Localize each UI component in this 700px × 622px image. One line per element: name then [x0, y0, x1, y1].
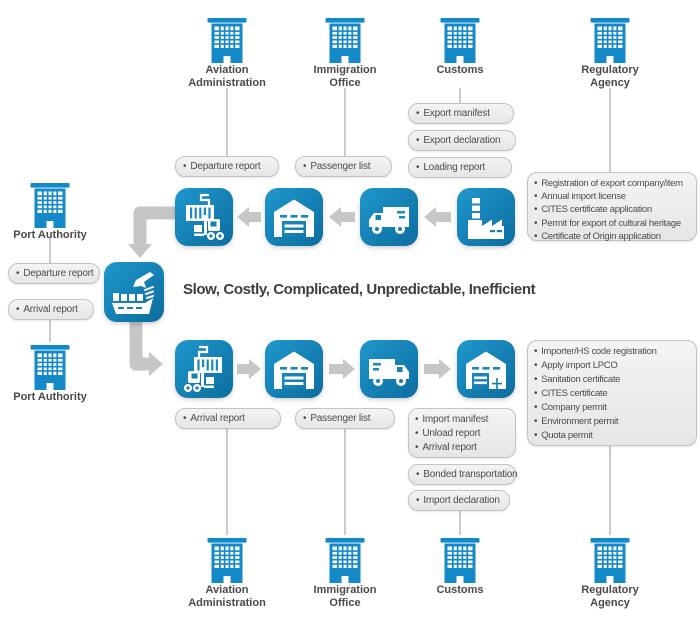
list-item: Annual import license — [534, 190, 691, 203]
office-building-icon — [325, 15, 365, 63]
office-building-icon — [590, 535, 630, 583]
arrow-down-icon — [128, 244, 152, 258]
list-item: Registration of export company/item — [534, 177, 691, 190]
arrow-left-icon — [424, 207, 451, 227]
connector-immigration-bottom — [344, 429, 346, 535]
forklift-container-icon — [175, 340, 233, 398]
warehouse-icon — [265, 340, 323, 398]
connector-port-top — [49, 238, 51, 263]
doc-box-import-customs-group: Import manifest Unload report Arrival re… — [408, 408, 516, 458]
connector-regulatory-bottom — [609, 446, 611, 535]
office-building-icon — [440, 535, 480, 583]
list-item: Environment permit — [534, 415, 691, 429]
doc-box-export-declaration: Export declaration — [408, 130, 516, 151]
arrow-right-icon — [424, 359, 451, 379]
office-building-icon — [30, 180, 70, 228]
connector-aviation-top — [226, 88, 228, 156]
office-building-icon — [440, 15, 480, 63]
connector-aviation-bottom — [226, 429, 228, 535]
list-item: Quota permit — [534, 429, 691, 443]
agency-label: Immigration Office — [313, 64, 377, 89]
office-building-icon — [30, 342, 70, 390]
warehouse-icon — [265, 188, 323, 246]
factory-icon — [457, 188, 515, 246]
list-item: Unload report — [415, 427, 510, 441]
agency-immigration-top: Immigration Office — [300, 15, 390, 89]
agency-aviation-bottom: Aviation Administration — [182, 535, 272, 609]
doc-box-port-arrival-report: Arrival report — [8, 299, 94, 320]
connector-customs-top — [459, 88, 461, 103]
arrow-right-icon — [149, 352, 163, 376]
agency-label: Immigration Office — [313, 584, 377, 609]
connector-port-bottom — [49, 320, 51, 342]
headline: Slow, Costly, Complicated, Unpredictable… — [183, 281, 536, 298]
connector-regulatory-top — [609, 88, 611, 172]
agency-immigration-bottom: Immigration Office — [300, 535, 390, 609]
doc-box-passenger-list: Passenger list — [295, 156, 392, 177]
elbow-connector — [133, 206, 176, 244]
elbow-connector — [129, 322, 149, 371]
agency-regulatory-bottom: Regulatory Agency — [565, 535, 655, 609]
agency-label: Customs — [436, 584, 484, 596]
office-building-icon — [325, 535, 365, 583]
forklift-container-icon — [175, 188, 233, 246]
agency-aviation-top: Aviation Administration — [182, 15, 272, 89]
agency-label: Aviation Administration — [188, 584, 266, 609]
list-item: Importer/HS code registration — [534, 345, 691, 359]
agency-label: Regulatory Agency — [581, 64, 639, 89]
list-item: Apply import LPCO — [534, 359, 691, 373]
arrow-right-icon — [237, 359, 261, 379]
doc-box-bonded-transportation: Bonded transportation — [408, 464, 518, 485]
list-item: CITES certificate application — [534, 203, 691, 216]
list-item: Permit for export of cultural heritage — [534, 217, 691, 230]
doc-box-export-regulatory-list: Registration of export company/item Annu… — [527, 172, 697, 243]
arrow-left-icon — [329, 207, 355, 227]
truck-icon — [360, 188, 418, 246]
connector-customs-bottom — [459, 510, 461, 535]
list-item: Company permit — [534, 401, 691, 415]
list-item: Certificate of Origin application — [534, 230, 691, 243]
doc-box-departure-report: Departure report — [175, 156, 279, 177]
truck-icon — [360, 340, 418, 398]
agency-label: Customs — [436, 64, 484, 76]
list-item: Import manifest — [415, 413, 510, 427]
doc-box-import-regulatory-list: Importer/HS code registration Apply impo… — [527, 340, 697, 446]
list-item: Arrival report — [415, 441, 510, 455]
doc-box-import-declaration: Import declaration — [408, 490, 510, 511]
agency-label: Port Authority — [13, 229, 87, 241]
arrow-left-icon — [237, 207, 261, 227]
doc-box-export-manifest: Export manifest — [408, 103, 514, 124]
connector-immigration-top — [344, 88, 346, 156]
agency-regulatory-top: Regulatory Agency — [565, 15, 655, 89]
agency-label: Aviation Administration — [188, 64, 266, 89]
doc-box-loading-report: Loading report — [408, 157, 512, 178]
office-building-icon — [590, 15, 630, 63]
cargo-ship-and-plane-icon — [104, 262, 164, 322]
agency-label: Regulatory Agency — [581, 584, 639, 609]
doc-box-arrival-report: Arrival report — [175, 408, 281, 429]
office-building-icon — [207, 15, 247, 63]
agency-port-bottom: Port Authority — [5, 342, 95, 404]
agency-port-top: Port Authority — [5, 180, 95, 242]
agency-customs-bottom: Customs — [415, 535, 505, 597]
list-item: CITES certificate — [534, 387, 691, 401]
arrow-right-icon — [329, 359, 355, 379]
doc-box-passenger-list-import: Passenger list — [295, 408, 395, 429]
doc-box-port-departure-report: Departure report — [8, 263, 100, 284]
office-building-icon — [207, 535, 247, 583]
agency-label: Port Authority — [13, 391, 87, 403]
warehouse-goods-icon — [457, 340, 515, 398]
agency-customs-top: Customs — [415, 15, 505, 77]
list-item: Sanitation certificate — [534, 373, 691, 387]
